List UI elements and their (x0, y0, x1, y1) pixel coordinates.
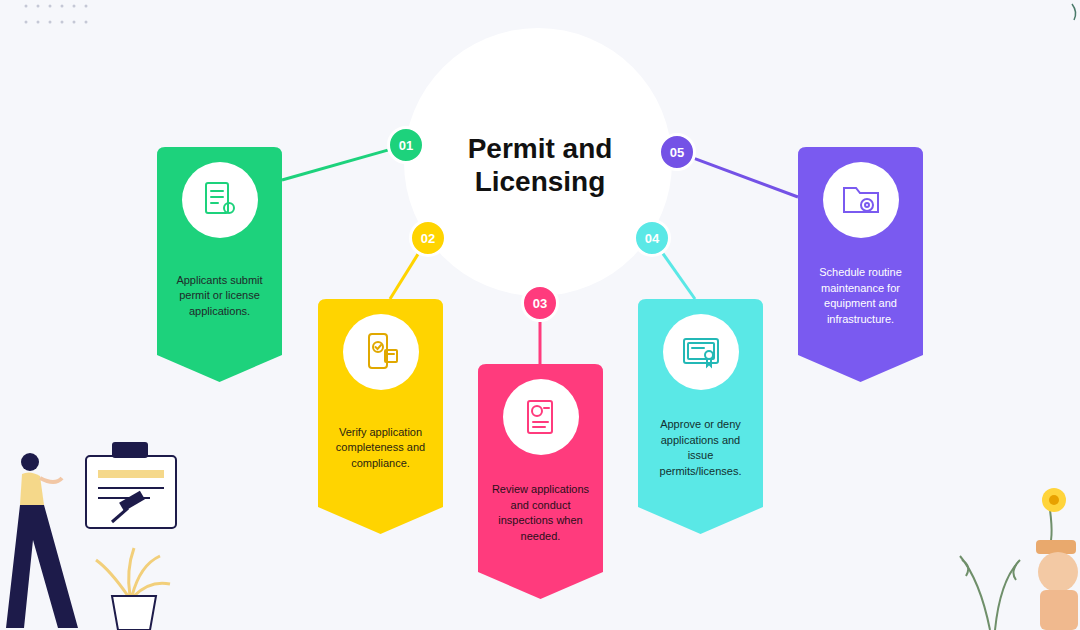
icon-part (688, 343, 714, 359)
connector-line (663, 254, 695, 299)
callout-number: 02 (421, 231, 435, 246)
icon-part (684, 339, 718, 363)
icon-part (211, 196, 223, 198)
icon-circle (663, 314, 739, 390)
step-description: Review applications and conduct inspecti… (490, 482, 591, 544)
step-number-circle: 01 (387, 126, 425, 164)
card-outline (318, 299, 443, 534)
icon-part (705, 351, 713, 359)
icon-strokes (369, 334, 397, 368)
step-number-circle: 05 (658, 133, 696, 171)
callout-number: 03 (533, 296, 547, 311)
icon-part (385, 350, 397, 362)
step-icon (198, 178, 242, 222)
icon-circle (343, 314, 419, 390)
icon-circle (823, 162, 899, 238)
step-number-circle: 02 (409, 219, 447, 257)
step-description: Verify application completeness and comp… (330, 425, 431, 472)
icon-part (707, 359, 711, 366)
connector-line (695, 159, 798, 197)
vase-plant (960, 488, 1078, 630)
icon-part (865, 203, 869, 207)
icon-part (544, 407, 549, 409)
step-icon (839, 178, 883, 222)
icon-strokes (528, 401, 552, 433)
step-card: Schedule routine maintenance for equipme… (798, 147, 923, 382)
callout-number: 04 (645, 231, 659, 246)
connector-line (539, 322, 542, 364)
callout-number: 05 (670, 145, 684, 160)
connector-line (390, 254, 418, 299)
leaf (1072, 4, 1076, 20)
icon-part (211, 190, 223, 192)
icon-part (533, 421, 548, 423)
woman-figure (6, 453, 78, 628)
icon-part (532, 406, 542, 416)
callout-number: 01 (399, 138, 413, 153)
icon-part (533, 426, 545, 428)
step-description: Approve or deny applications and issue p… (650, 417, 751, 479)
icon-part (388, 353, 394, 355)
step-icon (519, 395, 563, 439)
card-outline (157, 147, 282, 382)
icon-circle (182, 162, 258, 238)
step-icon (359, 330, 403, 374)
icon-part (692, 347, 704, 349)
step-card: Applicants submit permit or license appl… (157, 147, 282, 382)
dot-grid (25, 5, 88, 24)
icon-part (211, 202, 218, 204)
step-card: Review applications and conduct inspecti… (478, 364, 603, 599)
icon-strokes (844, 188, 878, 212)
icon-part (844, 188, 878, 212)
step-description: Schedule routine maintenance for equipme… (810, 265, 911, 327)
step-number-circle: 04 (633, 219, 671, 257)
potted-plant (96, 548, 170, 630)
diagram-title: Permit and Licensing (430, 132, 650, 198)
icon-part (861, 199, 873, 211)
step-card: Verify application completeness and comp… (318, 299, 443, 534)
icon-part (373, 342, 383, 352)
connector-line (282, 150, 388, 180)
icon-part (224, 203, 234, 213)
clipboard-illustration (86, 442, 176, 528)
card-outline (798, 147, 923, 382)
icon-strokes (684, 339, 718, 366)
center-circle (404, 28, 672, 296)
card-outline (638, 299, 763, 534)
step-description: Applicants submit permit or license appl… (169, 273, 270, 320)
card-outline (478, 364, 603, 599)
icon-part (375, 345, 381, 349)
icon-circle (503, 379, 579, 455)
step-card: Approve or deny applications and issue p… (638, 299, 763, 534)
icon-part (528, 401, 552, 433)
step-number-circle: 03 (521, 284, 559, 322)
step-icon (679, 330, 723, 374)
icon-strokes (206, 183, 234, 213)
